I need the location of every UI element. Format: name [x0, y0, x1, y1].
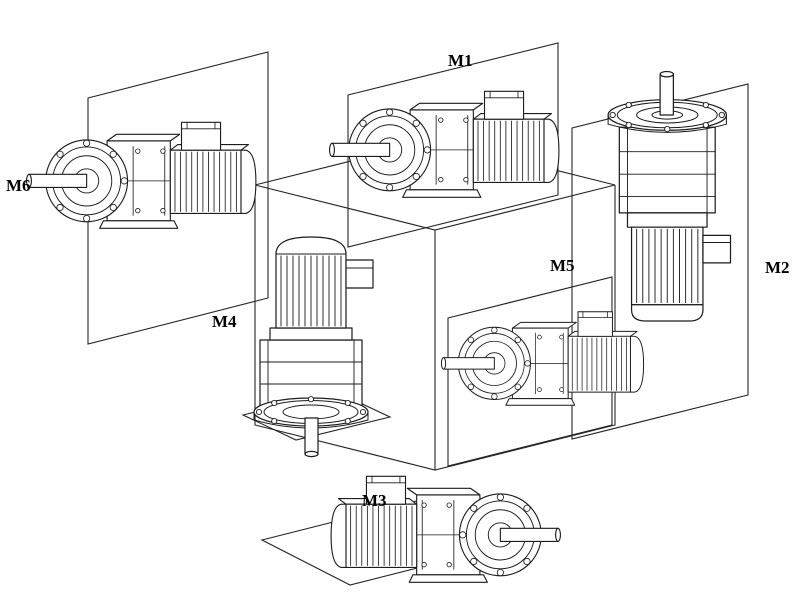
- gearmotor-m6-drawing: [26, 121, 257, 229]
- label-m3: M3: [362, 491, 387, 510]
- gearmotor-m4-drawing: [253, 236, 374, 458]
- label-m5: M5: [550, 256, 575, 275]
- gearmotor-m1-drawing: [329, 90, 560, 198]
- mounting-panel-m6: [87, 51, 269, 345]
- gearmotor-m5-drawing: [440, 311, 645, 406]
- mounting-panel-m1: [347, 42, 559, 248]
- gearmotor-m2-drawing: [607, 70, 732, 322]
- label-m1: M1: [448, 51, 473, 70]
- mounting-panel-m5: [447, 276, 613, 467]
- label-m4: M4: [212, 312, 237, 331]
- label-m6: M6: [6, 176, 31, 195]
- label-m2: M2: [765, 258, 790, 277]
